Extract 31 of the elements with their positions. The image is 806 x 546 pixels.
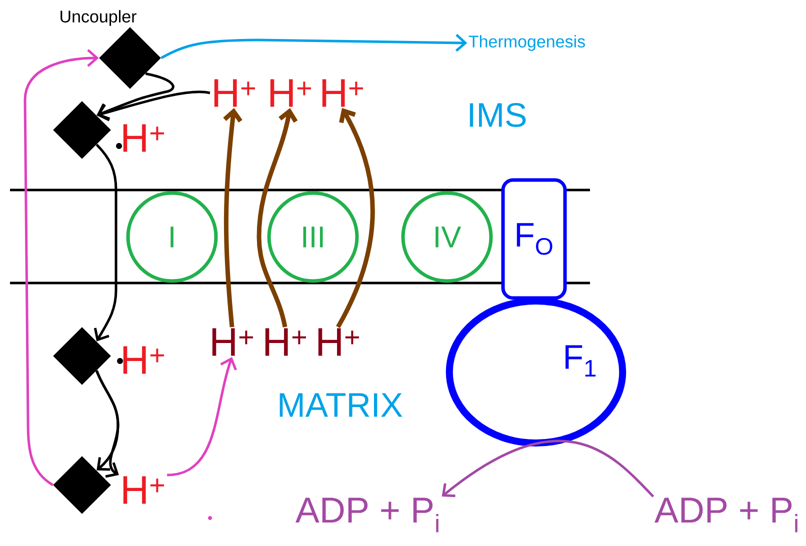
arrow <box>96 72 174 120</box>
reactant-label: ADP + P$_{i}$ <box>296 498 438 532</box>
arrow <box>96 90 210 122</box>
synthase-head: F$_{1}$ <box>446 298 626 446</box>
proton-label: H$^{+}$ <box>322 79 363 107</box>
arrow <box>24 49 99 486</box>
proton-label: H$^{+}$ <box>123 124 164 152</box>
synthase-stalk: F$_{O}$ <box>501 178 567 300</box>
arrow <box>166 356 237 476</box>
node-caption: Uncoupler <box>60 10 136 26</box>
region-label: MATRIX <box>280 393 402 417</box>
region-label: IMS <box>470 102 526 128</box>
proton-label: H$^{+}$ <box>270 79 311 107</box>
uncoupler-diamond <box>53 101 111 159</box>
proton-label: H$^{+}$ <box>318 328 359 356</box>
reactant-label: ADP + P$_{i}$ <box>654 498 798 532</box>
uncoupler-diamond <box>53 456 111 514</box>
arrow <box>336 108 375 328</box>
proton-label: H$^{+}$ <box>265 328 306 356</box>
effect-label: Thermogenesis <box>468 35 585 51</box>
uncoupler-diamond <box>53 327 111 385</box>
proton-label: H$^{+}$ <box>212 328 253 356</box>
arrow <box>94 144 118 342</box>
arrow <box>256 108 298 328</box>
arrow <box>223 108 242 328</box>
proton-label: H$^{+}$ <box>123 346 164 374</box>
proton-label: H$^{+}$ <box>214 79 255 107</box>
arrow <box>160 34 468 60</box>
uncoupler-diamond <box>99 27 161 89</box>
proton-label: H$^{+}$ <box>123 476 164 504</box>
arrow <box>442 440 654 498</box>
